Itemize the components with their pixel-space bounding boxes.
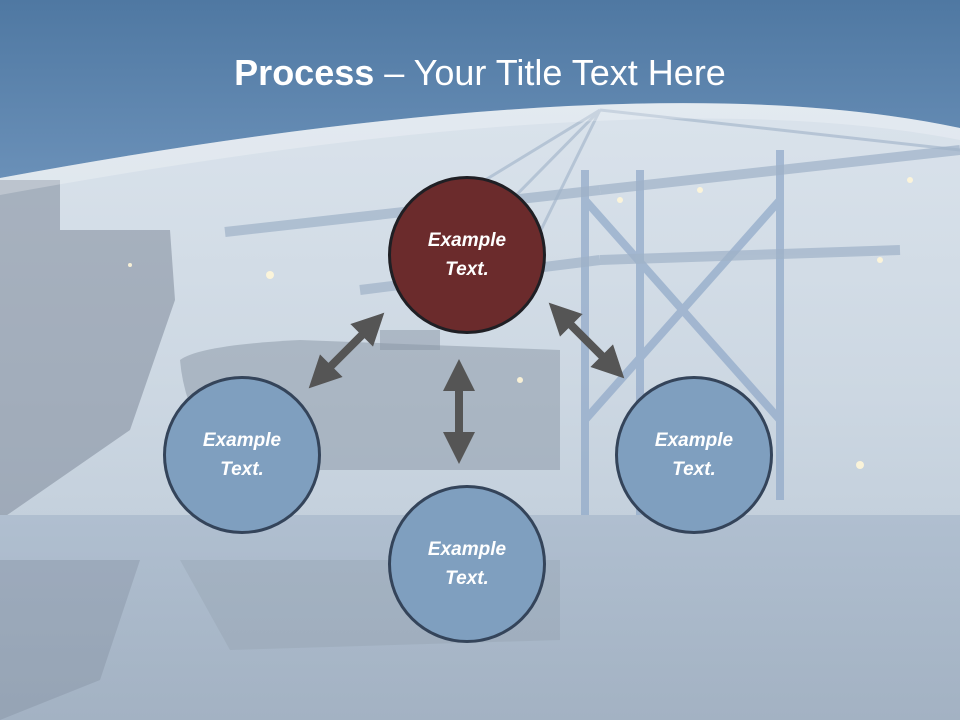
double-arrow-top-right xyxy=(548,302,625,379)
slide-title: Process – Your Title Text Here xyxy=(0,52,960,94)
title-rest: – Your Title Text Here xyxy=(374,52,726,93)
node-bottom-line1: Example xyxy=(427,539,507,560)
process-node-top[interactable]: Example Text. xyxy=(388,176,546,334)
title-bold: Process xyxy=(234,52,375,93)
node-left-line1: Example xyxy=(202,430,282,451)
process-node-bottom[interactable]: Example Text. xyxy=(388,485,546,643)
node-left-line2: Text. xyxy=(220,459,264,480)
node-top-line1: Example xyxy=(427,230,507,251)
process-node-left[interactable]: Example Text. xyxy=(163,376,321,534)
node-top-line2: Text. xyxy=(445,259,489,280)
process-node-right[interactable]: Example Text. xyxy=(615,376,773,534)
node-right-line1: Example xyxy=(654,430,734,451)
double-arrow-top-left xyxy=(308,312,385,389)
node-right-line2: Text. xyxy=(672,459,716,480)
node-bottom-line2: Text. xyxy=(445,568,489,589)
